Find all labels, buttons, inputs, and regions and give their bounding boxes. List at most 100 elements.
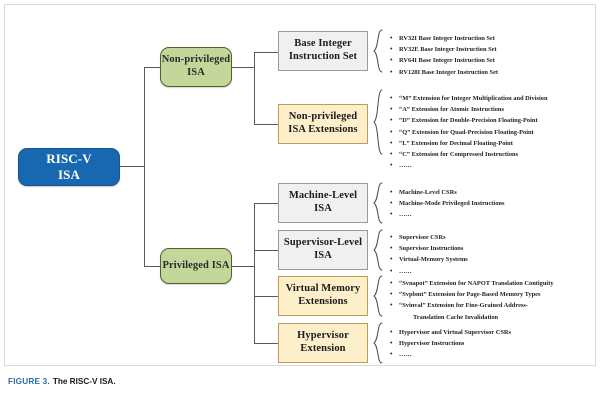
bullet-icon: • <box>390 350 393 359</box>
brace-hypervisor <box>372 322 384 364</box>
list-item: • “M” Extension for Integer Multiplicatio… <box>390 93 596 104</box>
list-item: •…… <box>390 160 596 171</box>
bullet-icon: • <box>390 244 393 253</box>
list-item-label: “L” Extension for Decimal Floating-Point <box>399 139 513 147</box>
node-privileged-isa[interactable]: Privileged ISA <box>160 248 232 284</box>
bullet-icon: • <box>390 266 393 275</box>
bullet-icon: • <box>390 105 393 114</box>
list-item-label: Hypervisor and Virtual Supervisor CSRs <box>399 329 511 336</box>
bullet-icon: • <box>390 116 393 125</box>
bullet-icon: • <box>390 328 393 336</box>
list-hypervisor: •Hypervisor and Virtual Supervisor CSRs•… <box>390 327 590 361</box>
list-item: • …… <box>390 209 590 220</box>
figure-caption-text: The RISC-V ISA. <box>52 377 116 386</box>
list-item: • Machine-Mode Privileged Instructions <box>390 198 590 209</box>
connector-to-base-integer <box>254 52 278 53</box>
list-item: •…… <box>390 266 590 277</box>
list-item-label: “A” Extension for Atomic Instructions <box>399 106 504 114</box>
brace-nonpriv-ext <box>372 89 384 155</box>
list-item-label: …… <box>399 211 412 219</box>
bullet-icon: • <box>390 199 393 208</box>
bullet-icon: • <box>390 339 393 348</box>
list-item: • …… <box>390 349 590 360</box>
list-item: • “A” Extension for Atomic Instructions <box>390 104 596 115</box>
list-item: •Supervisor Instructions <box>390 243 590 254</box>
bullet-icon: • <box>390 138 393 147</box>
bullet-icon: • <box>390 188 393 196</box>
connector-to-nonpriv-ext <box>254 124 278 125</box>
list-item-label-continuation: Translation Cache Invalidation <box>413 313 499 321</box>
bullet-icon: • <box>390 255 393 264</box>
list-item-label: Machine-Mode Privileged Instructions <box>399 200 505 208</box>
list-item: • “Q” Extension for Quad-Precision Floati… <box>390 127 596 138</box>
connector-to-supervisor-level <box>254 250 278 251</box>
bullet-icon: • <box>390 34 393 42</box>
list-item: •“Svpbmt” Extension for Page-Based Memor… <box>390 289 596 300</box>
connector-to-machine-level <box>254 203 278 204</box>
list-item: • RV128I Base Integer Instruction Set <box>390 67 590 78</box>
bullet-icon: • <box>390 67 393 76</box>
list-item-label: Supervisor CSRs <box>399 234 446 241</box>
list-item: • “C” Extension for Compressed Instructio… <box>390 149 596 160</box>
list-item-label: “Svpbmt” Extension for Page-Based Memory… <box>399 291 541 299</box>
figure-caption: FIGURE 3.The RISC-V ISA. <box>8 377 116 386</box>
brace-machine-level <box>372 182 384 224</box>
list-item: • Hypervisor and Virtual Supervisor CSRs <box>390 327 590 338</box>
list-item-label: RV32I Base Integer Instruction Set <box>399 35 495 42</box>
list-item-label: “Q” Extension for Quad-Precision Floatin… <box>399 128 534 136</box>
bullet-icon: • <box>390 45 393 54</box>
connector-to-virtual-memory <box>254 296 278 297</box>
list-item-label: Machine-Level CSRs <box>399 189 457 196</box>
connector-to-privileged <box>144 266 160 267</box>
connector-priv-trunk <box>254 203 255 343</box>
list-item: •“D” Extension for Double-Precision Floa… <box>390 115 596 126</box>
list-item: •RV32E Base Integer Instruction Set <box>390 44 590 55</box>
bullet-icon: • <box>390 127 393 136</box>
list-item-label: RV128I Base Integer Instruction Set <box>399 68 499 76</box>
bullet-icon: • <box>390 233 393 241</box>
node-privileged-isa-label: Privileged ISA <box>162 259 230 271</box>
connector-to-nonprivileged <box>144 67 160 68</box>
list-item: •“Svnapot” Extension for NAPOT Translati… <box>390 278 596 289</box>
bullet-icon: • <box>390 149 393 158</box>
figure-number: FIGURE 3. <box>8 377 50 386</box>
list-item-label: RV64I Base Integer Instruction Set <box>399 57 495 65</box>
list-item-label: …… <box>399 162 412 170</box>
bullet-icon: • <box>390 279 393 287</box>
list-item-label: “C” Extension for Compressed Instruction… <box>399 150 519 158</box>
list-item-label: Virtual-Memory Systems <box>399 256 468 264</box>
bullet-icon: • <box>390 56 393 65</box>
bullet-icon: • <box>390 94 393 102</box>
connector-nonpriv-trunk <box>254 52 255 124</box>
brace-base-integer <box>372 29 384 73</box>
list-item-label: “M” Extension for Integer Multiplication… <box>399 95 548 102</box>
bullet-icon: • <box>390 301 393 310</box>
list-item: • Machine-Level CSRs <box>390 187 590 198</box>
brace-virtual-memory <box>372 275 384 317</box>
list-item: • Hypervisor Instructions <box>390 338 590 349</box>
list-item: • “Svinval” Extension for Fine-Grained Ad… <box>390 300 596 322</box>
brace-supervisor-level <box>372 229 384 271</box>
connector-root-trunk <box>144 67 145 267</box>
list-item-label: Hypervisor Instructions <box>399 340 465 348</box>
bullet-icon: • <box>390 210 393 219</box>
list-item-label: …… <box>399 351 412 359</box>
list-virtual-memory: •“Svnapot” Extension for NAPOT Translati… <box>390 278 596 323</box>
list-supervisor-level: • Supervisor CSRs •Supervisor Instructions… <box>390 232 590 277</box>
list-item-label: “Svinval” Extension for Fine-Grained Add… <box>399 300 596 322</box>
connector-priv-out <box>232 266 254 267</box>
